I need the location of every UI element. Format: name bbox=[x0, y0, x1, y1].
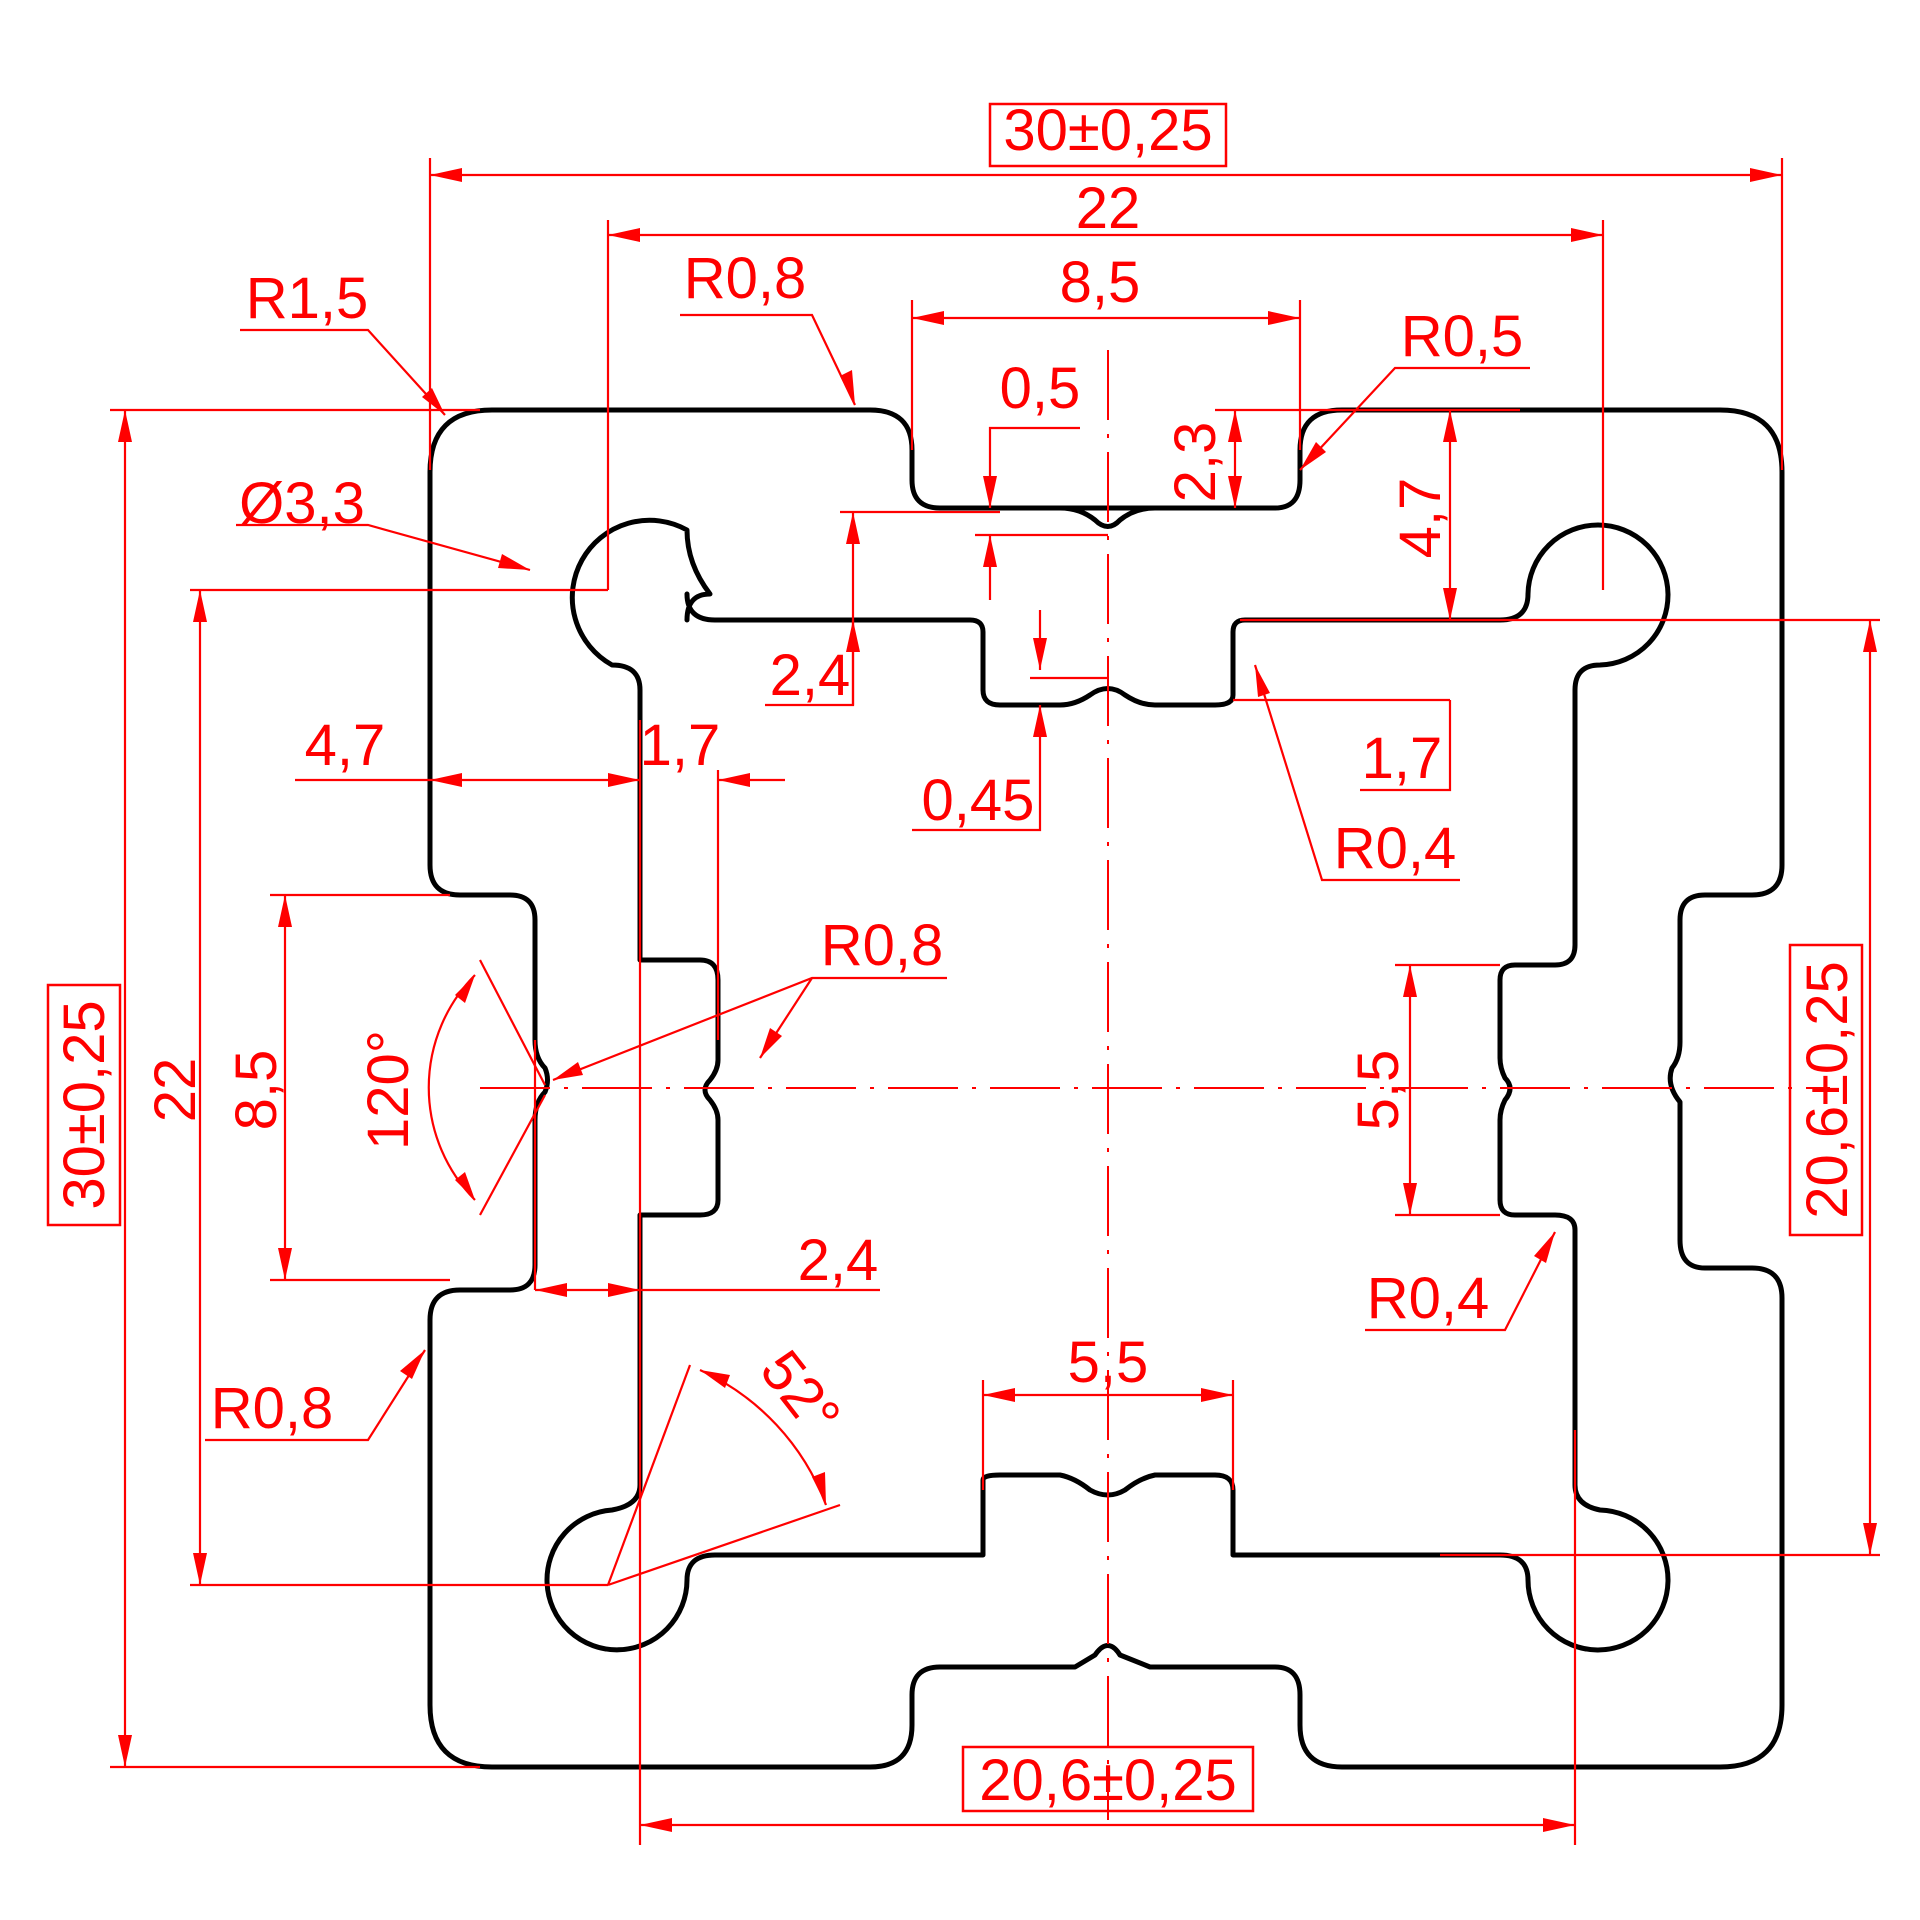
label-hole-spacing-h: 22 bbox=[1076, 176, 1141, 241]
label-overall-width: 30±0,25 bbox=[1003, 98, 1212, 163]
label-radius-groove-left: R0,8 bbox=[211, 1376, 334, 1441]
label-angle-slot: 120° bbox=[356, 1030, 421, 1150]
label-wall-to-core: 4,7 bbox=[1388, 478, 1453, 559]
label-radius-slot-top: R0,8 bbox=[684, 246, 807, 311]
dimension-lines bbox=[110, 158, 1880, 1845]
label-slot-width-left: 8,5 bbox=[224, 1050, 289, 1131]
top-slot-groove bbox=[937, 505, 1278, 529]
label-groove-depth-top: 0,5 bbox=[1000, 356, 1081, 421]
label-angle-core: 52° bbox=[748, 1338, 853, 1447]
label-slot-width-top: 8,5 bbox=[1060, 250, 1141, 315]
box-bottom-core bbox=[961, 1745, 1255, 1813]
label-core-width-bottom: 20,6±0,25 bbox=[979, 1748, 1237, 1813]
box-right-core bbox=[1788, 943, 1864, 1237]
label-radius-slot-right: R0,5 bbox=[1401, 304, 1524, 369]
center-lines bbox=[480, 350, 1830, 1820]
label-lip-thickness-top: 2,4 bbox=[770, 643, 851, 708]
label-slot-depth: 2,3 bbox=[1163, 422, 1228, 503]
label-radius-inner-top: R0,4 bbox=[1334, 816, 1457, 881]
profile-outline bbox=[427, 407, 1785, 1770]
label-hole-diameter: Ø3,3 bbox=[239, 471, 365, 536]
labels: 30±0,25 22 8,5 0,5 2,3 4,7 R0,5 R0,8 R1,… bbox=[52, 98, 1860, 1813]
label-inner-wall-right: 1,7 bbox=[1362, 726, 1443, 791]
outer-contour bbox=[427, 407, 1785, 1770]
label-inner-wall-top: 1,7 bbox=[640, 713, 721, 778]
box-top-width bbox=[988, 102, 1228, 168]
label-radius-slot-left: R0,8 bbox=[821, 913, 944, 978]
label-inner-slot-bottom: 5,5 bbox=[1068, 1330, 1149, 1395]
label-groove-depth-inner: 0,45 bbox=[922, 768, 1035, 833]
label-inner-slot-right: 5,5 bbox=[1346, 1050, 1411, 1131]
label-radius-corner: R1,5 bbox=[246, 266, 369, 331]
label-overall-height: 30±0,25 bbox=[52, 1000, 117, 1209]
core-contour bbox=[544, 517, 1671, 1653]
label-radius-inner-right: R0,4 bbox=[1367, 1266, 1490, 1331]
label-lip-thickness-left: 2,4 bbox=[798, 1228, 879, 1293]
label-wall-to-core-side: 4,7 bbox=[305, 713, 386, 778]
label-core-height-right: 20,6±0,25 bbox=[1795, 961, 1860, 1219]
label-hole-spacing-v: 22 bbox=[143, 1058, 208, 1123]
box-left-height bbox=[46, 983, 122, 1227]
